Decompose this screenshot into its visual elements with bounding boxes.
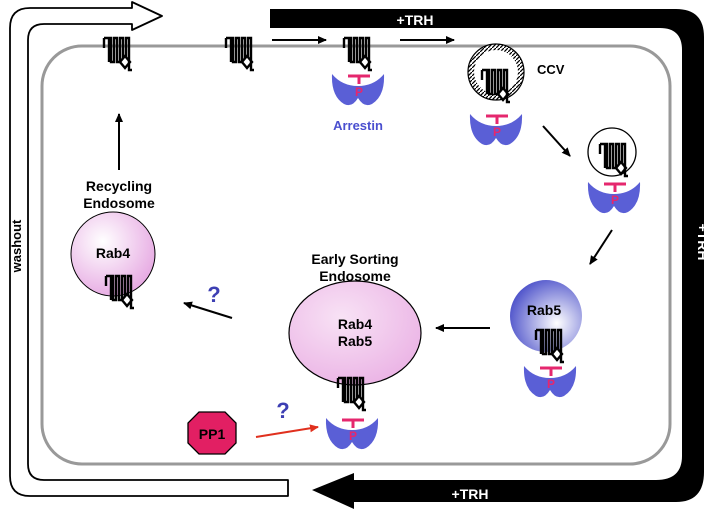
surface-receptor-recycled <box>102 36 134 72</box>
rab5-vesicle: Rab5 P <box>510 280 582 399</box>
pp1-octagon-icon <box>187 411 237 455</box>
phospho-label-5: P <box>349 429 357 443</box>
early-endosome-receptor: P <box>324 376 380 451</box>
arrestin-label: Arrestin <box>333 118 383 133</box>
trh-top-label: +TRH <box>397 12 434 28</box>
arrow-early-to-recycling <box>183 301 233 320</box>
washout-arrow <box>9 1 289 497</box>
phospho-label-4: P <box>547 377 555 391</box>
trh-right-label: +TRH <box>695 224 708 261</box>
phospho-label-2: P <box>493 125 501 139</box>
washout-label: washout <box>9 219 24 273</box>
early-sorting-title-line2: Endosome <box>319 268 391 284</box>
pp1-label: PP1 <box>199 426 226 442</box>
recycling-question: ? <box>207 282 220 307</box>
surface-receptor-unbound <box>224 36 256 72</box>
clathrin-coated-vesicle: P <box>467 43 525 147</box>
recycling-receptor <box>104 274 136 310</box>
ccv-label: CCV <box>537 62 565 77</box>
phospho-label-3: P <box>611 193 619 207</box>
pp1-arrow <box>255 424 319 438</box>
early-rab4-label: Rab4 <box>338 316 372 332</box>
arrow-ccv-to-vesicle <box>542 125 571 157</box>
recycling-title-line2: Endosome <box>83 195 155 211</box>
recycling-title-line1: Recycling <box>86 178 152 194</box>
receptor-arrestin-complex: P <box>330 36 386 107</box>
arrow-vesicle-to-rab5 <box>589 229 613 265</box>
recycling-rab4-label: Rab4 <box>96 245 130 261</box>
pp1-question: ? <box>276 398 289 423</box>
early-sorting-title-line1: Early Sorting <box>311 251 398 267</box>
uncoated-vesicle: P <box>586 127 642 215</box>
phospho-label-1: P <box>355 85 363 99</box>
trh-bottom-label: +TRH <box>452 486 489 502</box>
rab5-vesicle-label: Rab5 <box>527 302 561 318</box>
early-rab5-label: Rab5 <box>338 333 372 349</box>
